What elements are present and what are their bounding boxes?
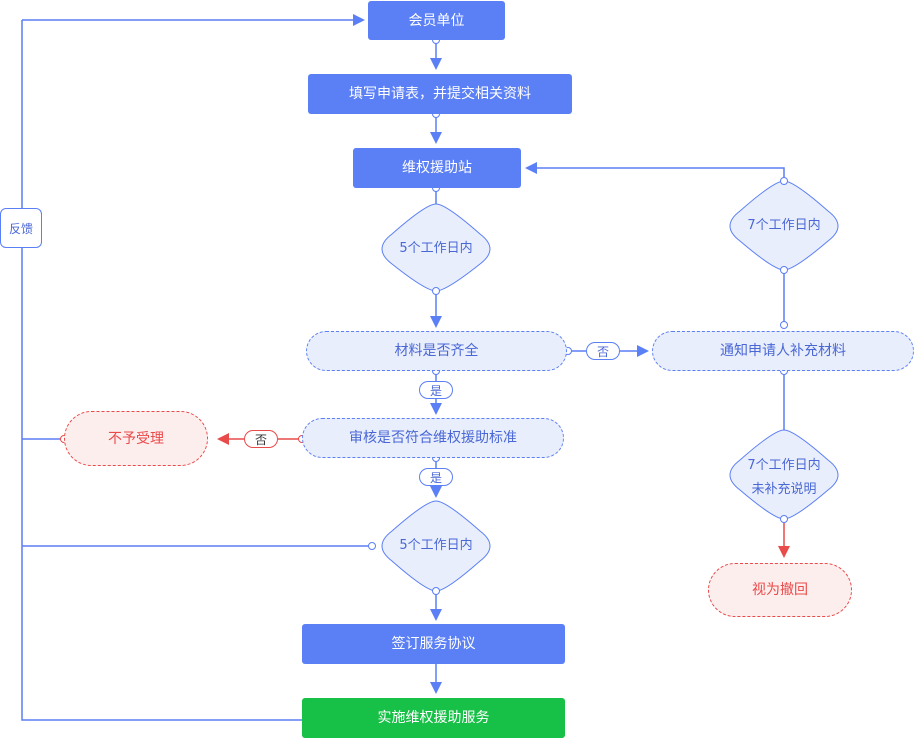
tag-yes-review: 是 <box>419 468 453 486</box>
materials-complete-node: 材料是否齐全 <box>306 331 567 371</box>
diamond-line-1: 7个工作日内 <box>747 454 820 478</box>
member-unit-node: 会员单位 <box>368 1 505 40</box>
notify-supplement-node: 通知申请人补充材料 <box>652 331 914 371</box>
diamond-line-2: 未补充说明 <box>751 478 816 502</box>
not-accepted-node: 不予受理 <box>64 411 208 466</box>
diamond-7days-no-supplement-label: 7个工作日内 未补充说明 <box>724 454 844 502</box>
tag-yes-materials: 是 <box>419 381 453 399</box>
sign-agreement-node: 签订服务协议 <box>302 624 565 664</box>
diamond-5days-1-label: 5个工作日内 <box>376 237 496 261</box>
feedback-label: 反馈 <box>0 208 42 248</box>
fill-form-node: 填写申请表，并提交相关资料 <box>308 74 572 114</box>
review-standard-node: 审核是否符合维权援助标准 <box>302 418 564 458</box>
tag-no-review: 否 <box>244 430 278 448</box>
diamond-7days-label: 7个工作日内 <box>724 214 844 238</box>
diamond-5days-2-label: 5个工作日内 <box>376 534 496 558</box>
implement-service-node: 实施维权援助服务 <box>302 698 565 738</box>
withdrawn-node: 视为撤回 <box>708 563 852 617</box>
tag-no-materials: 否 <box>586 342 620 360</box>
station-node: 维权援助站 <box>353 148 521 188</box>
